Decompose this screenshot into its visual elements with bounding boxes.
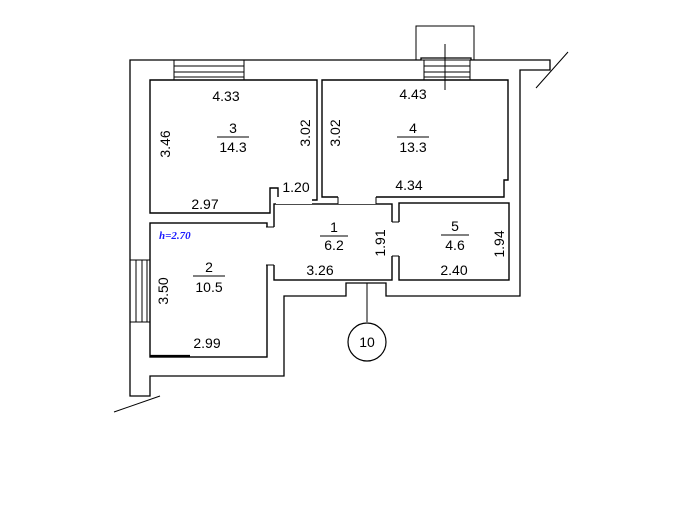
room-number: 5	[451, 218, 459, 234]
room-1: 1 6.2 1.91 3.26	[306, 219, 388, 278]
ceiling-height-note: h=2.70	[159, 230, 191, 242]
room-4: 4 13.3 4.43 3.02 4.34	[327, 86, 429, 193]
dimension-left: 3.46	[157, 130, 173, 157]
room-number: 3	[229, 120, 237, 136]
dimension-right: 1.91	[372, 229, 388, 256]
dimension-bottom: 3.26	[306, 262, 333, 278]
room-number: 4	[409, 120, 417, 136]
dimension-left: 3.02	[327, 119, 343, 146]
room-area: 6.2	[324, 237, 344, 253]
room-number: 1	[330, 219, 338, 235]
door-room-3	[276, 197, 312, 204]
room-3-outline	[149, 79, 318, 214]
dimension-bottom: 2.99	[193, 335, 220, 351]
door-room-4	[338, 196, 376, 204]
room-3: 3 14.3 4.33 3.46 3.02 2.97 1.20	[157, 88, 313, 212]
window-top-left	[173, 59, 245, 81]
room-5: 5 4.6 1.94 2.40	[440, 218, 507, 278]
dimension-top: 4.43	[399, 86, 426, 102]
room-2-outline	[149, 222, 268, 358]
dimension-notch: 1.20	[282, 179, 309, 195]
axis-label: 10	[359, 334, 375, 350]
break-line-left	[113, 395, 161, 413]
dimension-right: 3.02	[297, 119, 313, 146]
room-area: 14.3	[219, 139, 246, 155]
axis-marker	[347, 322, 387, 362]
break-line-right	[535, 51, 569, 89]
room-area: 13.3	[399, 139, 426, 155]
dimension-bottom: 2.97	[191, 196, 218, 212]
dimension-bottom: 2.40	[440, 262, 467, 278]
room-number: 2	[205, 259, 213, 275]
room-2: 2 10.5 3.50 2.99	[155, 259, 225, 351]
door-room-5	[391, 222, 400, 256]
room-area: 4.6	[445, 237, 465, 253]
room-area: 10.5	[195, 279, 222, 295]
dimension-right: 1.94	[491, 230, 507, 257]
door-room-2	[266, 227, 275, 265]
dimension-left: 3.50	[155, 277, 171, 304]
dimension-top: 4.33	[212, 88, 239, 104]
room-4-outline	[321, 79, 509, 198]
dimension-bottom: 4.34	[395, 177, 422, 193]
